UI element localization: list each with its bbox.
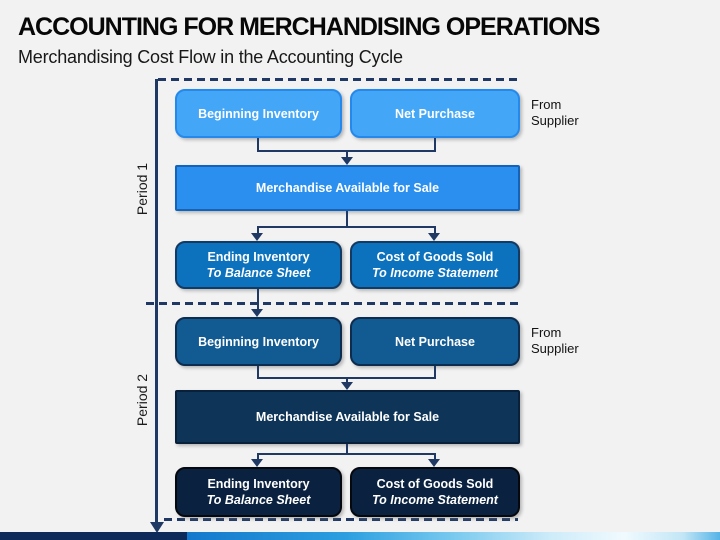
- connector-line-carryover: [257, 289, 259, 309]
- period-1-start-dashed-divider: [158, 78, 518, 81]
- page-title: ACCOUNTING FOR MERCHANDISING OPERATIONS: [18, 13, 600, 41]
- arrow-down-icon: [251, 459, 263, 467]
- box-cogs-p1: Cost of Goods Sold To Income Statement: [350, 241, 520, 289]
- box-cogs-p2: Cost of Goods Sold To Income Statement: [350, 467, 520, 517]
- box-label: Net Purchase: [395, 106, 475, 121]
- box-label: Ending Inventory: [207, 477, 310, 491]
- period-boundary-dashed-divider: [146, 302, 518, 305]
- connector-line: [257, 366, 259, 379]
- box-label: Beginning Inventory: [198, 334, 319, 349]
- connector-line: [434, 138, 436, 152]
- box-sublabel: To Balance Sheet: [206, 493, 311, 507]
- box-label: Cost of Goods Sold: [376, 250, 494, 264]
- connector-line: [257, 138, 259, 152]
- period-2-label: Period 2: [134, 373, 150, 427]
- box-ending-inventory-p1: Ending Inventory To Balance Sheet: [175, 241, 342, 289]
- period-2-end-dashed-divider: [164, 518, 518, 521]
- arrow-down-icon: [251, 309, 263, 317]
- box-beginning-inventory-p2: Beginning Inventory: [175, 317, 342, 366]
- footer-bar-gradient-segment: [187, 532, 720, 540]
- box-label: Cost of Goods Sold: [376, 477, 494, 491]
- connector-line: [434, 228, 436, 234]
- connector-line: [257, 455, 259, 460]
- connector-line: [346, 152, 348, 159]
- box-sublabel: To Income Statement: [372, 493, 498, 507]
- connector-line: [434, 455, 436, 460]
- box-net-purchase-p1: Net Purchase: [350, 89, 520, 138]
- side-note-from-supplier-p1: From Supplier: [531, 97, 579, 128]
- box-beginning-inventory-p1: Beginning Inventory: [175, 89, 342, 138]
- timeline-line: [155, 79, 158, 523]
- box-label: Ending Inventory: [207, 250, 310, 264]
- arrow-down-icon: [428, 233, 440, 241]
- connector-line: [257, 453, 436, 455]
- connector-line: [257, 377, 436, 379]
- connector-line: [346, 211, 348, 228]
- box-label: Merchandise Available for Sale: [255, 410, 440, 424]
- arrow-down-icon: [251, 233, 263, 241]
- box-label: Net Purchase: [395, 334, 475, 349]
- box-label: Merchandise Available for Sale: [255, 181, 440, 195]
- box-merchandise-available-p2: Merchandise Available for Sale: [175, 390, 520, 444]
- box-sublabel: To Income Statement: [372, 266, 498, 280]
- footer-bar-dark-segment: [0, 532, 187, 540]
- page-subtitle: Merchandising Cost Flow in the Accountin…: [18, 47, 403, 67]
- box-ending-inventory-p2: Ending Inventory To Balance Sheet: [175, 467, 342, 517]
- connector-line: [346, 379, 348, 384]
- timeline-arrow-down-icon: [150, 522, 164, 533]
- arrow-down-icon: [341, 157, 353, 165]
- arrow-down-icon: [341, 382, 353, 390]
- connector-line: [434, 366, 436, 379]
- connector-line: [257, 228, 259, 234]
- connector-line: [257, 150, 436, 152]
- connector-line: [346, 444, 348, 455]
- arrow-down-icon: [428, 459, 440, 467]
- box-net-purchase-p2: Net Purchase: [350, 317, 520, 366]
- box-sublabel: To Balance Sheet: [206, 266, 311, 280]
- box-merchandise-available-p1: Merchandise Available for Sale: [175, 165, 520, 211]
- connector-line: [257, 226, 436, 228]
- side-note-from-supplier-p2: From Supplier: [531, 325, 579, 356]
- box-label: Beginning Inventory: [198, 106, 319, 121]
- period-1-label: Period 1: [134, 162, 150, 216]
